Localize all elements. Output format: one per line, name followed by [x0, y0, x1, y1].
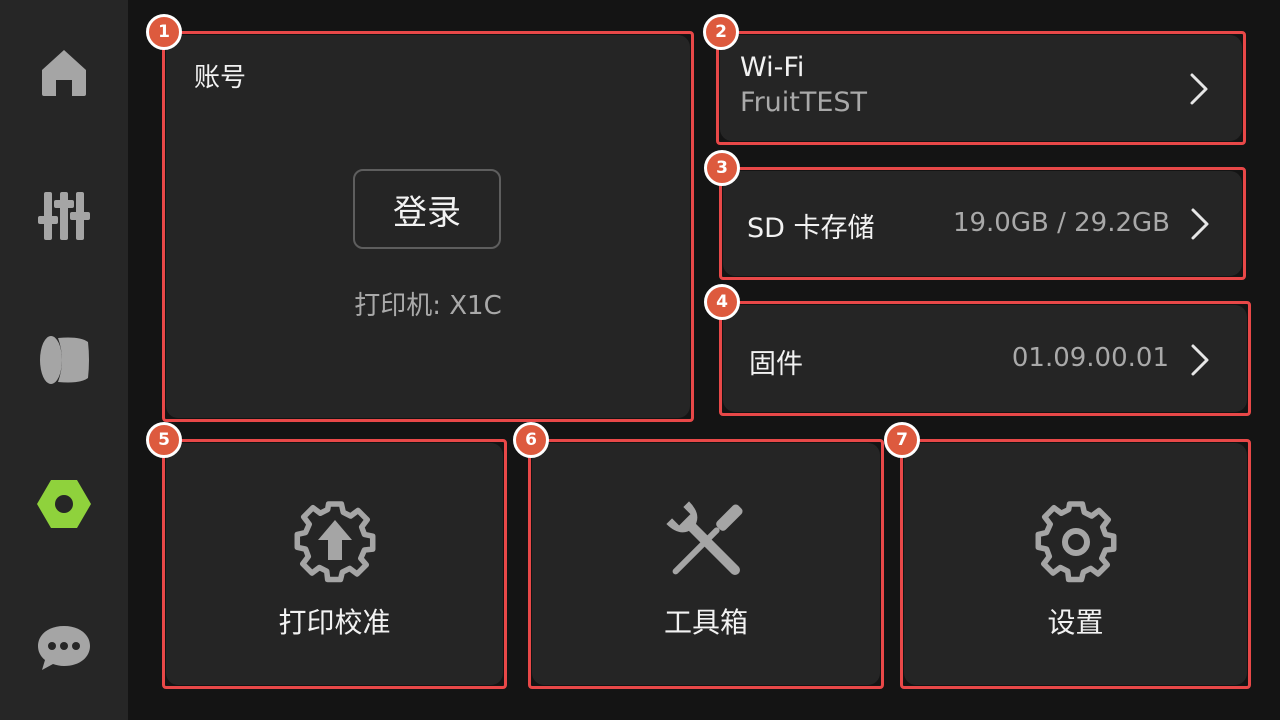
chevron-right-icon	[1191, 208, 1209, 240]
sidebar-item-filament[interactable]	[24, 320, 104, 400]
firmware-version: 01.09.00.01	[1011, 343, 1169, 373]
callout-badge: 3	[704, 150, 740, 186]
wifi-card[interactable]: Wi-Fi FruitTEST	[720, 35, 1242, 141]
chevron-right-icon	[1191, 344, 1209, 376]
home-icon	[42, 50, 86, 96]
sidebar-item-messages[interactable]	[24, 608, 104, 688]
toolbox-label: 工具箱	[663, 606, 748, 639]
sd-storage-title: SD 卡存储	[747, 213, 875, 244]
callout-badge: 7	[884, 422, 920, 458]
firmware-title: 固件	[749, 349, 803, 380]
sliders-icon	[38, 192, 90, 240]
settings-tile[interactable]: 设置	[904, 443, 1247, 685]
firmware-card[interactable]: 固件 01.09.00.01	[723, 305, 1247, 412]
sidebar-item-controls[interactable]	[24, 176, 104, 256]
sidebar-item-device[interactable]	[24, 464, 104, 544]
wifi-title: Wi-Fi	[740, 52, 805, 83]
login-button[interactable]: 登录	[353, 169, 501, 249]
callout-badge: 2	[703, 14, 739, 50]
calibration-label: 打印校准	[278, 606, 391, 639]
callout-badge: 4	[704, 284, 740, 320]
callout-badge: 5	[146, 422, 182, 458]
chevron-right-icon	[1190, 73, 1208, 105]
hex-nut-icon	[37, 480, 91, 528]
sd-storage-value: 19.0GB / 29.2GB	[952, 208, 1170, 238]
gear-icon	[1035, 501, 1116, 583]
tools-icon	[666, 501, 743, 575]
wifi-ssid: FruitTEST	[740, 87, 868, 118]
calibration-tile[interactable]: 打印校准	[166, 443, 503, 685]
account-title: 账号	[194, 63, 247, 93]
sidebar	[0, 0, 128, 720]
callout-badge: 6	[513, 422, 549, 458]
printer-model-label: 打印机: X1C	[354, 291, 502, 321]
toolbox-tile[interactable]: 工具箱	[532, 443, 880, 685]
chat-bubble-icon	[38, 626, 90, 670]
sidebar-item-home[interactable]	[24, 32, 104, 112]
settings-label: 设置	[1047, 606, 1104, 639]
sd-storage-card[interactable]: SD 卡存储 19.0GB / 29.2GB	[723, 171, 1242, 276]
gear-upload-icon	[294, 501, 375, 583]
filament-icon	[40, 336, 89, 384]
account-card: 账号 登录 打印机: X1C	[166, 35, 690, 418]
callout-badge: 1	[146, 14, 182, 50]
